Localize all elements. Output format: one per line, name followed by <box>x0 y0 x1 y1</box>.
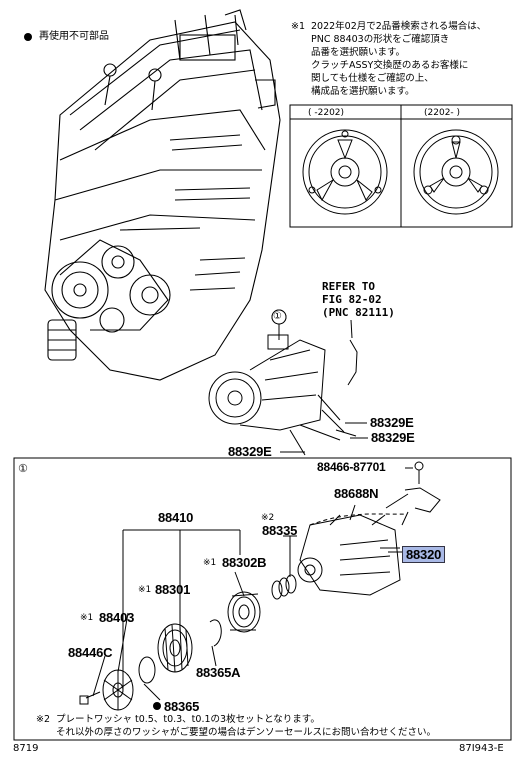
note1-line: PNC 88403の形状をご確認頂き <box>311 34 450 45</box>
non-reusable-bullet-icon <box>153 702 161 710</box>
variant-header-new: (2202- ) <box>424 108 461 118</box>
note1-line: クラッチASSY交換歴のあるお客様に <box>311 60 469 71</box>
variant-table <box>289 104 513 228</box>
refer-line: (PNC 82111) <box>322 306 395 319</box>
variant-pulley-new <box>413 129 499 215</box>
pressure-plate <box>102 669 134 711</box>
callout-circle-1: ① <box>273 311 282 322</box>
note1-text: 2022年02月で2品番検索される場合は、 PNC 88403の形状をご確認頂き… <box>311 20 486 98</box>
variant-header-old: ( -2202) <box>308 108 345 118</box>
note1-line: 2022年02月で2品番検索される場合は、 <box>311 21 487 32</box>
part-88329e[interactable]: 88329E <box>228 444 272 459</box>
pulley-assembly <box>227 591 261 633</box>
part-88320-highlighted[interactable]: 88320 <box>402 546 446 563</box>
part-88302b-marker: ※1 <box>203 558 217 568</box>
note1-line: 品番を選択願います。 <box>311 47 406 58</box>
part-88301-marker: ※1 <box>138 585 152 595</box>
footer-illustration-code: 87I943-E <box>459 743 504 754</box>
note2-line1: プレートワッシャ t0.5、t0.3、t0.1の3枚セットとなります。 <box>56 714 320 725</box>
non-reusable-bullet-icon <box>24 33 32 41</box>
refer-line: FIG 82-02 <box>322 293 382 306</box>
compressor-mounted-illustration <box>208 309 358 456</box>
note1-line: 構成品を選択願います。 <box>311 86 415 97</box>
compressor-exploded-illustration <box>297 461 441 596</box>
part-88446c[interactable]: 88446C <box>68 645 113 660</box>
part-88365a[interactable]: 88365A <box>196 665 241 680</box>
part-88301[interactable]: 88301 <box>155 582 191 597</box>
engine-illustration <box>44 9 281 381</box>
note2-marker: ※2 <box>36 714 51 725</box>
part-88302b[interactable]: 88302B <box>222 555 267 570</box>
part-88329e[interactable]: 88329E <box>371 430 415 445</box>
variant-pulley-old <box>302 129 388 215</box>
part-88403[interactable]: 88403 <box>99 610 135 625</box>
note1-line: 関しても仕様をご確認の上、 <box>311 73 434 84</box>
callout-circle-1-frame: ① <box>18 462 28 475</box>
snap-ring-a <box>209 619 222 647</box>
exploded-view-frame <box>13 457 512 741</box>
refer-line: REFER TO <box>322 280 375 293</box>
snap-ring <box>138 656 156 684</box>
part-88466-87701[interactable]: 88466-87701 <box>317 460 386 474</box>
legend-non-reusable: 再使用不可部品 <box>39 31 109 42</box>
part-88365[interactable]: 88365 <box>164 699 200 714</box>
footer-figure-number: 8719 <box>13 743 39 754</box>
part-88403-marker: ※1 <box>80 613 94 623</box>
part-88335[interactable]: 88335 <box>262 523 298 538</box>
refer-to-figure[interactable]: REFER TO FIG 82-02 (PNC 82111) <box>322 280 395 319</box>
shim-washers <box>271 574 297 600</box>
note2-line2: それ以外の厚さのワッシャがご要望の場合はデンソーセールスにお問い合わせください。 <box>56 727 437 738</box>
part-88410[interactable]: 88410 <box>158 510 194 525</box>
note1-marker: ※1 <box>291 21 306 32</box>
leader-lines <box>92 467 413 701</box>
bolt <box>79 691 101 705</box>
part-88335-marker: ※2 <box>261 513 275 523</box>
part-88688n[interactable]: 88688N <box>334 486 379 501</box>
part-88329e[interactable]: 88329E <box>370 415 414 430</box>
rotor <box>157 623 193 673</box>
